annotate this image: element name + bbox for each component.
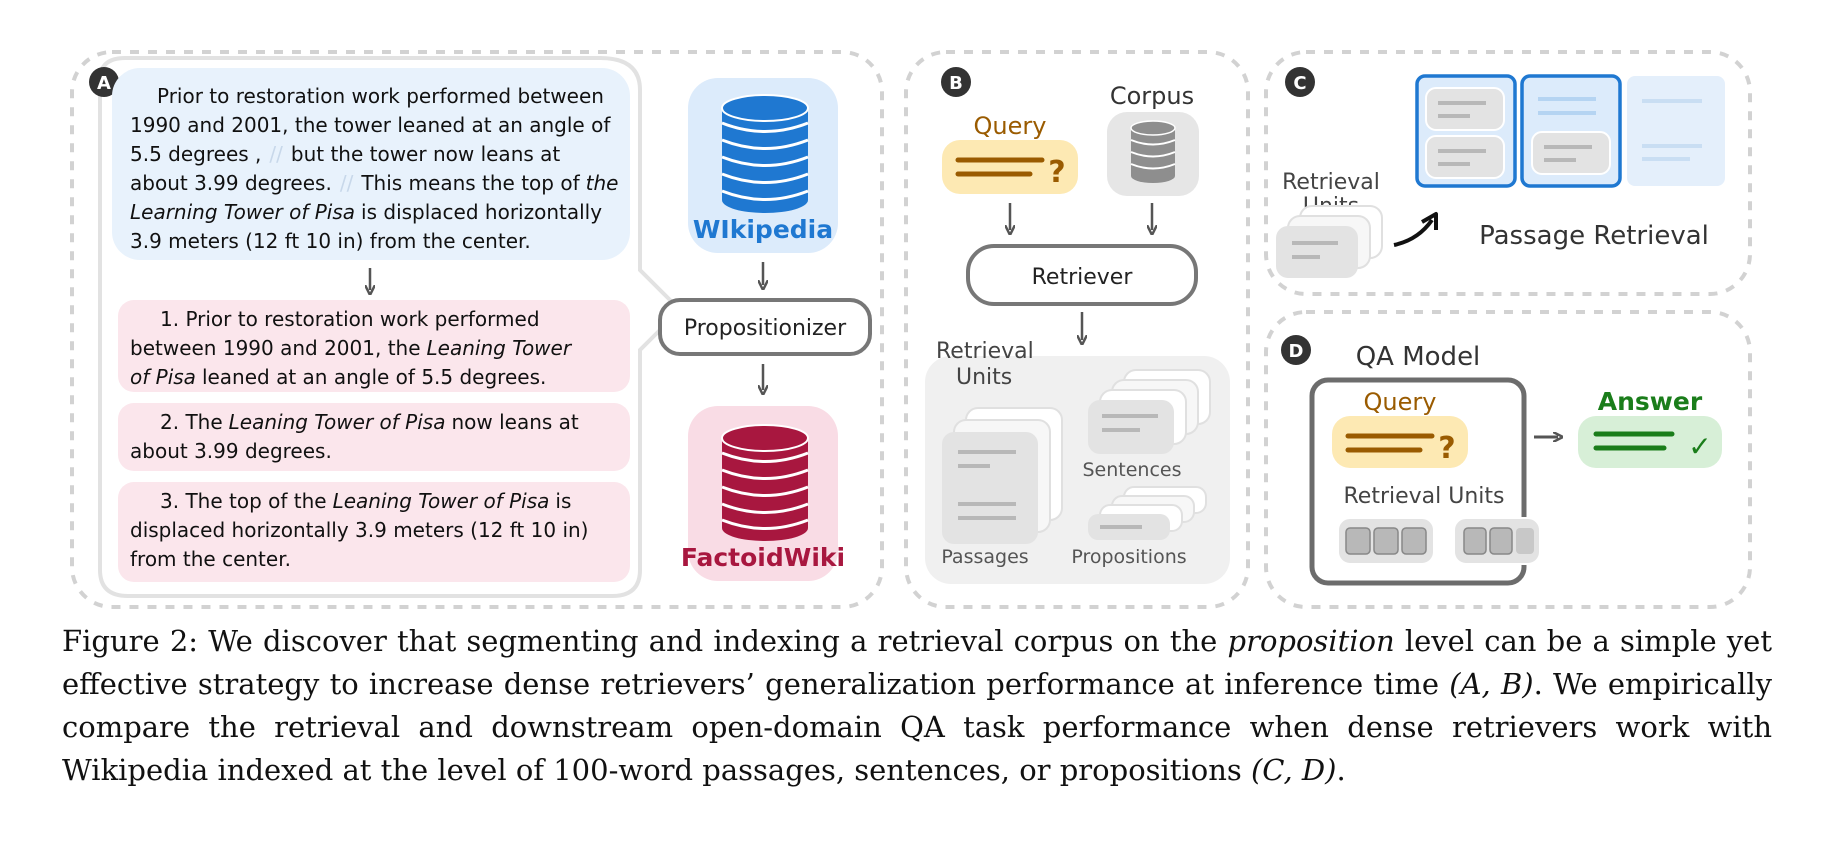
d-query-box: [1332, 416, 1468, 468]
panel-d-border: [1264, 310, 1752, 609]
figure-caption: Figure 2: We discover that segmenting an…: [62, 620, 1772, 792]
panel-d: D QA Model Query ? Retrieval Units Answe…: [1264, 310, 1752, 609]
figure-diagram: A Prior to restoration work performed be…: [70, 50, 1752, 609]
wikipedia-database-icon: [721, 94, 809, 213]
query-box: [942, 140, 1078, 194]
panel-a-border: [70, 50, 884, 609]
corpus-label: Corpus: [1110, 82, 1194, 110]
corpus-database-icon: [1130, 120, 1176, 183]
panel-a: A Prior to restoration work performed be…: [70, 50, 884, 609]
proposition-box-1: [118, 300, 630, 392]
proposition-box-3: [118, 482, 630, 582]
passage-card-1: [1415, 74, 1517, 188]
propositionizer-box: [658, 298, 872, 356]
caption-mid-1: level can be a simple yet effective stra…: [62, 624, 1773, 701]
propositions-label: Propositions: [1071, 546, 1186, 568]
propositions-stack-icon: [1088, 486, 1207, 540]
d-retrieval-units-label: Retrieval Units: [1343, 484, 1504, 509]
curved-arrow-icon: [1393, 218, 1434, 247]
c-units-label-1: Retrieval: [1282, 170, 1380, 195]
curved-arrow-head: [1421, 212, 1438, 230]
caption-italic-3: (C, D): [1250, 753, 1337, 787]
panel-c-border: [1264, 50, 1752, 296]
passage-card-2: [1520, 74, 1622, 188]
badge-a: [89, 67, 119, 97]
b-units-label-2: Units: [956, 365, 1012, 390]
caption-mid-2: . We empirically compare the retrieval a…: [62, 667, 1772, 787]
passage-line-3: 5.5 degrees ,//but the tower now leans a…: [130, 142, 560, 166]
passage-card-3: [1627, 76, 1725, 186]
passage-text: Prior to restoration work performed betw…: [130, 84, 618, 253]
d-query-label: Query: [1364, 388, 1437, 416]
badge-d: [1281, 335, 1311, 365]
passages-label: Passages: [941, 546, 1028, 568]
passage-line-2: 1990 and 2001, the tower leaned at an an…: [130, 113, 611, 137]
badge-a-label: A: [97, 73, 111, 94]
propositionizer-label: Propositionizer: [684, 316, 847, 341]
retriever-box: [966, 244, 1198, 306]
caption-prefix: Figure 2: We discover that segmenting an…: [62, 624, 1218, 658]
panel-b: B Query ? Corpus Retriever Retrieval Uni…: [904, 50, 1250, 609]
proposition-box-2: [118, 403, 630, 471]
badge-c-label: C: [1293, 73, 1306, 94]
panel-c: C Retrieval Units: [1264, 50, 1752, 296]
prop2-line-2: about 3.99 degrees.: [130, 439, 332, 463]
factoidwiki-label: FactoidWiki: [681, 543, 845, 572]
prop3-line-2: displaced horizontally 3.9 meters (12 ft…: [130, 518, 588, 542]
query-label: Query: [974, 112, 1047, 140]
badge-b-label: B: [949, 73, 963, 94]
svg-text:?: ?: [1048, 155, 1065, 190]
answer-label: Answer: [1598, 387, 1703, 416]
passage-box: [112, 68, 630, 260]
query-lines-icon: ?: [955, 155, 1066, 190]
answer-lines-icon: [1593, 431, 1675, 451]
factoidwiki-database-icon: [721, 424, 809, 541]
d-units-chip-2: [1453, 517, 1541, 565]
prop1-line-1: 1. Prior to restoration work performed: [160, 307, 540, 331]
b-units-label-1: Retrieval: [936, 339, 1034, 364]
passage-line-6: 3.9 meters (12 ft 10 in) from the center…: [130, 229, 531, 253]
answer-box: [1578, 416, 1722, 468]
qa-model-box: [1309, 377, 1527, 586]
sentences-label: Sentences: [1082, 459, 1181, 481]
panel-b-border: [904, 50, 1250, 609]
sentences-stack-icon: [1088, 369, 1211, 454]
caption-suffix: .: [1336, 753, 1346, 787]
caption-italic-1: proposition: [1227, 624, 1395, 658]
check-icon: ✓: [1688, 430, 1711, 463]
qa-model-label: QA Model: [1356, 342, 1481, 372]
passage-line-4: about 3.99 degrees.//This means the top …: [130, 171, 618, 195]
d-query-lines-icon: ?: [1345, 431, 1456, 466]
wikipedia-label: WIkipedia: [693, 215, 833, 244]
badge-b: [941, 67, 971, 97]
c-units-stack-icon: [1276, 205, 1383, 278]
badge-c: [1285, 67, 1315, 97]
prop3-line-3: from the center.: [130, 547, 291, 571]
caption-italic-2: (A, B): [1449, 667, 1534, 701]
badge-d-label: D: [1289, 341, 1304, 362]
svg-text:?: ?: [1438, 431, 1455, 466]
retriever-label: Retriever: [1032, 265, 1134, 290]
passage-line-1: Prior to restoration work performed betw…: [157, 84, 604, 108]
passage-retrieval-label: Passage Retrieval: [1479, 221, 1709, 251]
passages-stack-icon: [942, 407, 1063, 544]
d-units-chip-1: [1337, 517, 1435, 565]
